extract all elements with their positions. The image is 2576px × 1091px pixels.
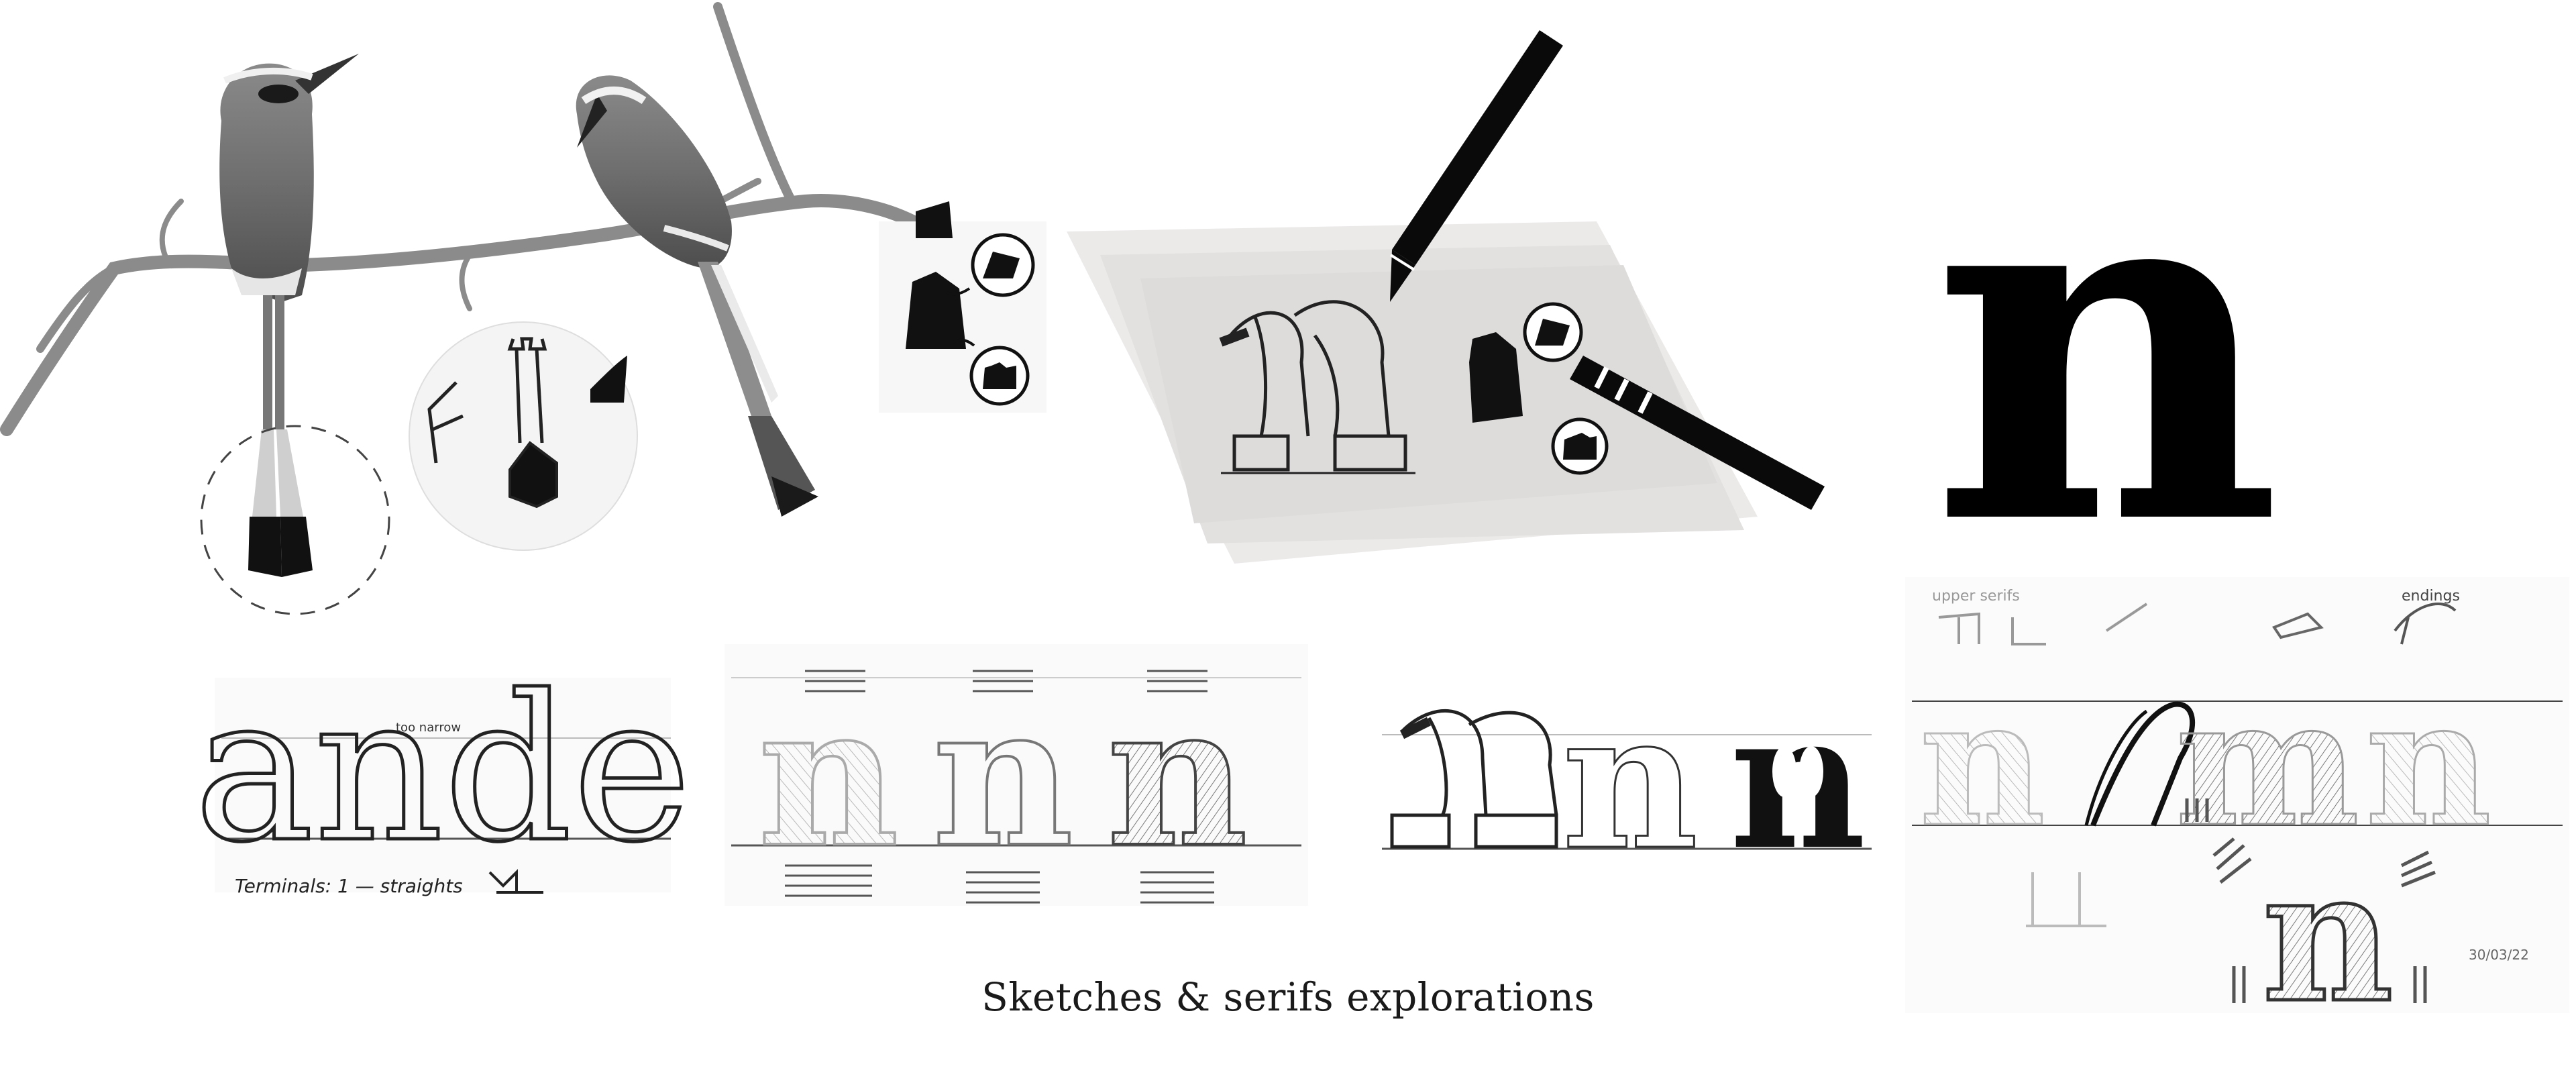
branch-illustration [0, 2, 919, 436]
svg-text:n: n [1729, 671, 1866, 892]
pencil-icon-2 [1570, 356, 1825, 510]
svg-text:m: m [2175, 661, 2359, 866]
pencil-icon [1389, 30, 1563, 302]
svg-text:upper serifs: upper serifs [1932, 588, 2020, 605]
svg-text:ande: ande [194, 652, 692, 886]
motmot-bird-left [219, 54, 359, 577]
serif-stamps-paper [879, 201, 1046, 413]
serif-construction-sketch [409, 321, 638, 551]
svg-text:endings: endings [2402, 588, 2460, 605]
sketch-ande: ande too narrow Terminals: 1 — straights [193, 651, 694, 898]
svg-text:n: n [1919, 661, 2045, 866]
tail-detail-circle [200, 425, 390, 615]
svg-text:Terminals: 1 — straights: Terminals: 1 — straights [235, 875, 463, 897]
sketch-notes-sheet: upper serifs endings n m n n 30/03/22 [1905, 577, 2569, 1045]
svg-text:n: n [932, 662, 1074, 890]
hero-letter-n: n [1931, 63, 2282, 631]
sketch-nnn: n n n [724, 644, 1308, 906]
svg-text:n: n [2262, 829, 2394, 1043]
svg-text:n: n [2365, 661, 2491, 866]
caption: Sketches & serifs explorations [981, 974, 1595, 1020]
sketch-n-variants: n n [1382, 670, 1872, 893]
svg-text:too narrow: too narrow [396, 721, 461, 735]
svg-text:n: n [1107, 662, 1248, 890]
layered-sketch-sheets [1067, 221, 1758, 564]
svg-text:n: n [1562, 671, 1699, 892]
svg-text:n: n [758, 662, 900, 890]
motmot-bird-right [576, 75, 818, 517]
svg-text:30/03/22: 30/03/22 [2469, 947, 2529, 963]
